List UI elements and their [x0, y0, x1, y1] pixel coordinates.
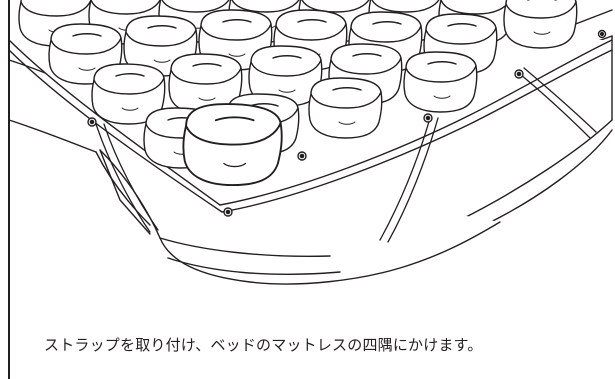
instruction-caption: ストラップを取り付け、ベッドのマットレスの四隅にかけます。	[44, 336, 483, 354]
air-cushion-mattress-illustration	[8, 0, 613, 285]
corner-straps	[95, 67, 597, 243]
frame-left-rule	[8, 0, 10, 379]
grommets	[87, 29, 607, 217]
